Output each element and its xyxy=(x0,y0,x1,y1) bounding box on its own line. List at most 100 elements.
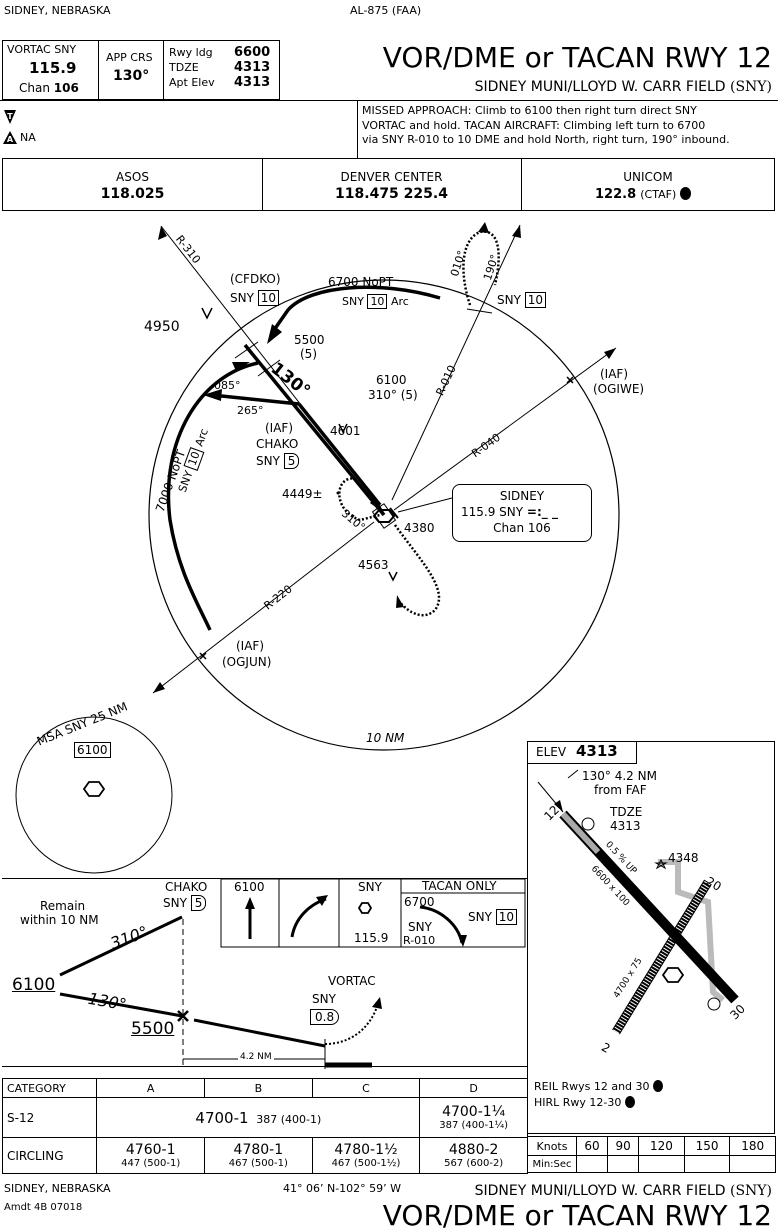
profile-distance: 4.2 NM xyxy=(238,1052,274,1062)
arc-6700-label: SNY 10 Arc xyxy=(342,294,409,309)
obstacle-4950-label: 4950 xyxy=(144,319,180,335)
time-table: Knots 60 90 120 150 180 Min:Sec xyxy=(527,1136,776,1173)
ogjun-name: (OGJUN) xyxy=(222,655,272,669)
cat-b: B xyxy=(204,1078,313,1098)
navaid-freq: 115.9 SNY =:_ _ xyxy=(461,505,558,519)
footer-location: SIDNEY, NEBRASKA xyxy=(4,1182,111,1195)
speed-150: 150 xyxy=(683,1136,731,1156)
cat-a: A xyxy=(96,1078,206,1098)
ogjun-fix xyxy=(199,652,207,660)
obstacle-4950 xyxy=(201,307,213,320)
profile-chako-dme: SNY 5 xyxy=(163,895,207,911)
knots-label: Knots xyxy=(527,1136,577,1156)
tacan-fix-dme: SNY 10 xyxy=(497,292,547,308)
alt-6100: 6100 xyxy=(376,373,407,387)
minsec-label: Min:Sec xyxy=(527,1155,577,1173)
faf-note-2: from FAF xyxy=(594,783,647,797)
profile-dme-08: 0.8 xyxy=(310,1009,340,1025)
procedure-id: AL-875 (FAA) xyxy=(350,4,422,17)
ten-nm-ring xyxy=(148,279,620,751)
lighting-1: REIL Rwys 12 and 30 xyxy=(534,1080,664,1092)
speed-180: 180 xyxy=(729,1136,776,1156)
ma-sny: SNY xyxy=(358,880,382,894)
cfdko-label: (CFDKO) xyxy=(230,272,281,286)
s12-label: S-12 xyxy=(1,1097,98,1138)
tacan-hold xyxy=(462,230,500,306)
app-crs-label: APP CRS xyxy=(106,51,153,64)
obstacle-4601 xyxy=(338,423,348,434)
obstacle-4601-label: 4601 xyxy=(330,424,361,438)
profile-alt-6100: 6100 xyxy=(12,975,56,995)
plan-view xyxy=(15,222,620,874)
arc-7000 xyxy=(166,361,259,631)
tacan-sny: SNY xyxy=(408,920,432,934)
center-label: DENVER CENTER xyxy=(340,170,443,184)
chako-name: CHAKO xyxy=(256,437,299,451)
unicom-label: UNICOM xyxy=(623,170,673,184)
msa-vortac-icon xyxy=(82,781,106,797)
obstacle-4563-label: 4563 xyxy=(358,558,389,572)
svg-text:T: T xyxy=(7,112,13,121)
crs-085: 085° xyxy=(214,379,241,392)
sketch-elev-label: ELEV xyxy=(536,745,567,759)
footer-airport: SIDNEY MUNI/LLOYD W. CARR FIELD (SNY) xyxy=(474,1183,772,1199)
r040-line xyxy=(393,347,617,511)
profile-view xyxy=(59,879,526,1069)
msa-altitude: 6100 xyxy=(74,742,111,758)
ctaf-l-icon xyxy=(680,187,692,200)
center-freq: 118.475 225.4 xyxy=(335,186,448,202)
svg-text:A: A xyxy=(7,135,14,144)
ogiwe-iaf: (IAF) xyxy=(600,367,629,381)
tacan-alt: 6700 xyxy=(404,895,435,909)
cfdko-dme: SNY 10 xyxy=(230,290,280,306)
footer-coords: 41° 06’ N-102° 59’ W xyxy=(283,1182,402,1195)
tacan-only: TACAN ONLY xyxy=(422,879,497,893)
s12-abc: 4700-1 387 (400-1) xyxy=(96,1097,421,1138)
chako-feeder xyxy=(211,393,300,406)
tdze-label: TDZE xyxy=(169,61,199,74)
lighting-2: HIRL Rwy 12-30 xyxy=(534,1096,635,1108)
profile-vortac: VORTAC xyxy=(328,974,376,988)
chart-title: VOR/DME or TACAN RWY 12 xyxy=(382,41,772,74)
sketch-tdze: 4313 xyxy=(610,819,641,833)
category-label: CATEGORY xyxy=(1,1078,98,1098)
vortac-icon xyxy=(371,503,397,529)
asos-freq: 118.025 xyxy=(100,186,165,202)
sketch-elev: 4313 xyxy=(576,742,618,760)
vortac-chan: Chan 106 xyxy=(19,81,79,95)
alt-5500: 5500 xyxy=(294,333,325,347)
footer-amdt: Amdt 4B 07018 xyxy=(4,1202,83,1213)
airport-sketch: ELEV 4313 130° 4.2 NM from FAF TDZE 4313… xyxy=(527,741,775,1134)
obstacle-4563 xyxy=(388,571,398,582)
navaid-chan: Chan 106 xyxy=(493,521,551,535)
cat-d: D xyxy=(419,1078,528,1098)
unicom-freq: 122.8 (CTAF) xyxy=(595,187,692,201)
location-text: SIDNEY, NEBRASKA xyxy=(4,4,111,17)
profile-alt-5500: 5500 xyxy=(131,1019,175,1039)
ma-freq: 115.9 xyxy=(354,931,389,945)
faf-note-1: 130° 4.2 NM xyxy=(582,769,657,783)
crs-265: 265° xyxy=(237,404,264,417)
vortac-label: VORTAC SNY xyxy=(7,43,77,56)
vortac-box: VORTAC SNY 115.9 Chan 106 xyxy=(2,40,99,100)
ogjun-iaf: (IAF) xyxy=(236,639,265,653)
msa-circle xyxy=(15,716,173,874)
minimums-table: CATEGORY A B C D S-12 4700-1 387 (400-1)… xyxy=(1,1078,528,1174)
elevation-box: Rwy ldg 6600 TDZE 4313 Apt Elev 4313 xyxy=(163,40,280,100)
remain-1: Remain xyxy=(40,899,86,913)
apt-elev-label: Apt Elev xyxy=(169,76,215,89)
na-text: NA xyxy=(20,131,36,144)
speed-60: 60 xyxy=(575,1136,609,1156)
alternate-minimums-symbol: T xyxy=(4,109,16,124)
ogiwe-fix xyxy=(566,376,574,384)
asos-label: ASOS xyxy=(116,170,149,184)
tacan-dme: SNY 10 xyxy=(468,909,518,925)
speed-120: 120 xyxy=(638,1136,685,1156)
circling-label: CIRCLING xyxy=(1,1137,98,1174)
app-crs-value: 130° xyxy=(113,68,150,84)
remain-2: within 10 NM xyxy=(20,913,99,927)
